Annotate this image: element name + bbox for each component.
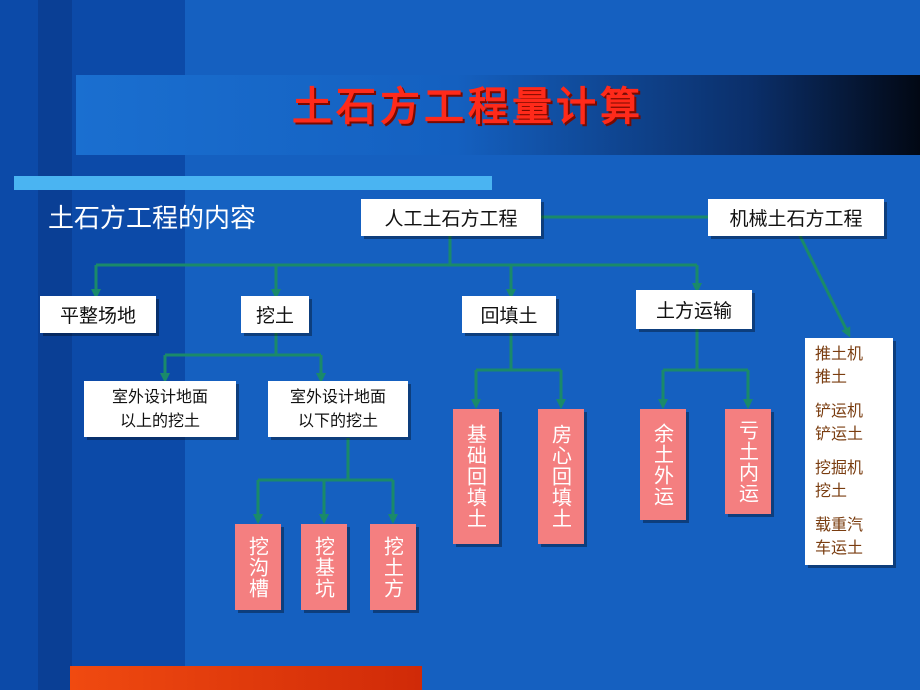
background-stripe xyxy=(38,0,72,690)
node-surplus-soil-out: 余土外运 xyxy=(640,409,686,520)
node-deficit-soil-in: 亏土内运 xyxy=(725,409,771,514)
connector-machine-list xyxy=(798,235,851,338)
accent-bar xyxy=(14,176,492,190)
machine-item-dump-truck: 载重汽 车运土 xyxy=(815,515,864,557)
node-earth-transport: 土方运输 xyxy=(636,290,752,329)
node-excavation-below-grade: 室外设计地面 以下的挖土 xyxy=(268,381,408,437)
node-pit-excavation: 挖基坑 xyxy=(301,524,347,610)
node-backfill: 回填土 xyxy=(462,296,556,333)
node-excavation-above-grade: 室外设计地面 以上的挖土 xyxy=(84,381,236,437)
node-room-backfill: 房心回填土 xyxy=(538,409,584,544)
node-manual-earthwork: 人工土石方工程 xyxy=(361,199,541,236)
title-band xyxy=(76,75,920,155)
machine-list-box: 推土机 推土 铲运机 铲运土 挖掘机 挖土 载重汽 车运土 xyxy=(805,338,893,565)
node-excavation: 挖土 xyxy=(241,296,309,333)
node-foundation-backfill: 基础回填土 xyxy=(453,409,499,544)
node-trench-excavation: 挖沟槽 xyxy=(235,524,281,610)
slide-title: 土石方工程量计算 xyxy=(292,84,644,130)
node-earthwork-excavation: 挖土方 xyxy=(370,524,416,610)
node-machine-earthwork: 机械土石方工程 xyxy=(708,199,884,236)
bottom-accent-bar xyxy=(70,666,422,690)
slide-subtitle: 土石方工程的内容 xyxy=(48,204,257,234)
machine-item-scraper: 铲运机 铲运土 xyxy=(815,401,864,443)
node-site-leveling: 平整场地 xyxy=(40,296,156,333)
machine-item-bulldozer: 推土机 推土 xyxy=(815,344,864,386)
machine-item-excavator: 挖掘机 挖土 xyxy=(815,458,864,500)
